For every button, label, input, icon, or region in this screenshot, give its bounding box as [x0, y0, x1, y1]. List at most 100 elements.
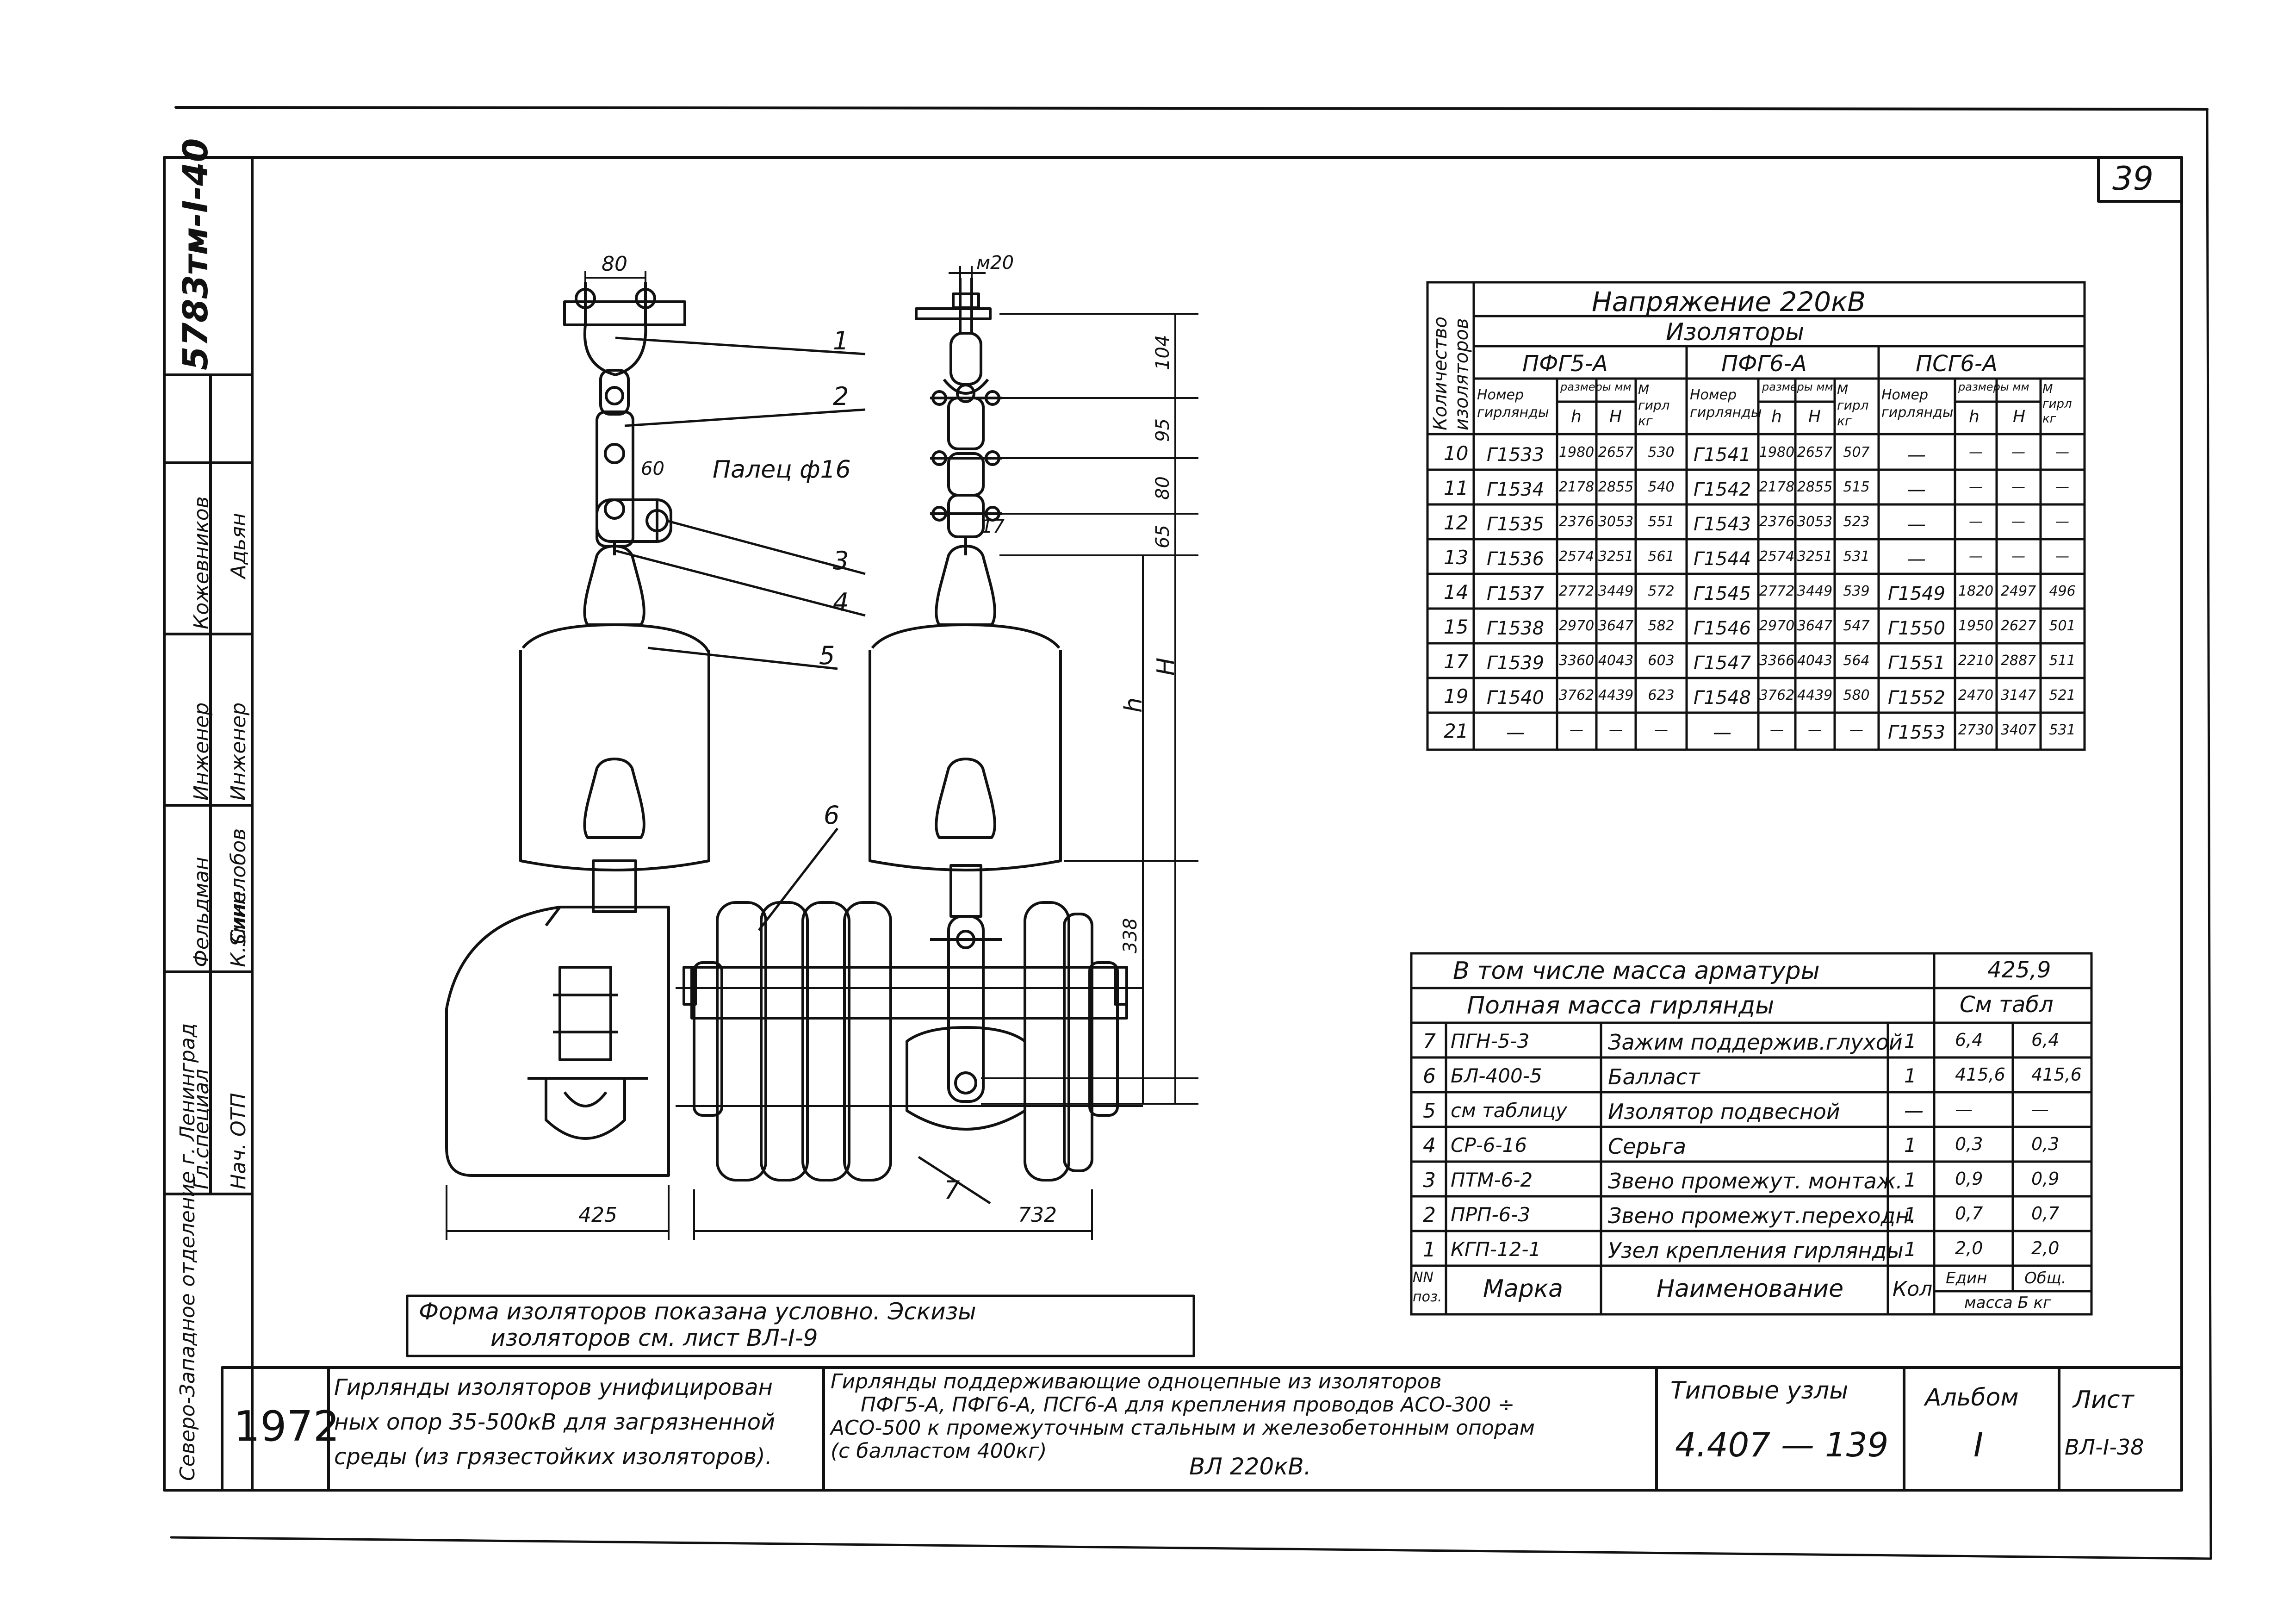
hdr-H-1: H: [1609, 407, 1622, 426]
typical-label: Типовые узлы: [1670, 1377, 1849, 1405]
parts-qty: 1: [1904, 1203, 1917, 1226]
ins-cell: 3762: [1759, 687, 1795, 703]
hdr-mass-2: М гирл кг: [1837, 382, 1869, 429]
ins-cell: Г1543: [1693, 514, 1751, 535]
parts-total: 6,4: [2031, 1030, 2060, 1050]
ins-row-count: 11: [1444, 477, 1469, 499]
ins-cell: 2470: [1958, 687, 1994, 703]
ins-cell: 523: [1843, 514, 1870, 530]
ins-cell: 496: [2049, 583, 2076, 599]
series-line-1: Гирлянды изоляторов унифицирован: [334, 1374, 773, 1400]
ins-cell: 2574: [1558, 548, 1595, 565]
parts-unit: 0,9: [1955, 1169, 1983, 1189]
ins-cell: 539: [1843, 583, 1870, 599]
ins-cell: 507: [1843, 444, 1870, 460]
ins-cell: 3251: [1598, 548, 1634, 565]
ins-cell: Г1539: [1486, 653, 1545, 674]
parts-name: Зажим поддержив.глухой: [1608, 1030, 1903, 1055]
ins-cell: —: [1570, 722, 1583, 738]
parts-pos: 5: [1423, 1099, 1436, 1123]
ins-cell: 2210: [1958, 653, 1994, 669]
ins-cell: 1980: [1558, 444, 1595, 460]
parts-mark: СР-6-16: [1451, 1134, 1527, 1157]
hdr-number-3: Номер гирлянды: [1881, 387, 1954, 421]
ins-cell: 2627: [2000, 618, 2036, 634]
hdr-mass-3: М гирл кг: [2042, 382, 2072, 426]
dim-H: H: [1152, 657, 1180, 676]
ins-cell: 4439: [1797, 687, 1833, 703]
ins-cell: 2657: [1797, 444, 1833, 460]
ins-cell: 511: [2049, 653, 2076, 669]
title-block-frame: [221, 1366, 2183, 1492]
ins-cell: 2730: [1958, 722, 1994, 738]
footer-qty: Кол: [1893, 1277, 1933, 1301]
ins-cell: —: [1506, 722, 1525, 743]
ins-cell: Г1536: [1486, 548, 1545, 570]
ins-cell: 531: [2049, 722, 2076, 738]
hdr-number-2: Номер гирлянды: [1690, 387, 1762, 421]
footer-mass: масса Б кг: [1964, 1293, 2052, 1312]
signature-name-3: Синелобов: [227, 828, 250, 944]
ins-cell: 3251: [1797, 548, 1833, 565]
parts-table-grid: [1410, 952, 2093, 1316]
position-leaders: [615, 336, 991, 1205]
pos-label-7: 7: [944, 1175, 960, 1205]
ins-cell: 3360: [1558, 653, 1595, 669]
footer-mark: Марка: [1483, 1275, 1564, 1303]
hdr-dims-2: размеры мм: [1762, 380, 1833, 393]
armature-mass-label: В том числе масса арматуры: [1453, 957, 1820, 985]
parts-unit: 6,4: [1955, 1030, 1983, 1050]
hdr-number-1: Номер гирлянды: [1477, 387, 1549, 421]
hdr-h-3: h: [1969, 407, 1980, 426]
dim-17: 17: [981, 516, 1005, 537]
ins-row-count: 17: [1444, 650, 1469, 673]
left-view: [445, 271, 710, 1240]
sheet-label: Лист: [2073, 1386, 2134, 1414]
hdr-h-2: h: [1771, 407, 1782, 426]
pos-label-6: 6: [824, 801, 840, 830]
album-label: Альбом: [1925, 1384, 2019, 1412]
signature-role-4: Инженер: [227, 702, 250, 801]
ins-cell: 4043: [1598, 653, 1634, 669]
ins-cell: 2970: [1759, 618, 1795, 634]
dim-95: 95: [1152, 418, 1173, 442]
ins-cell: —: [1609, 722, 1623, 738]
ins-cell: Г1535: [1486, 514, 1545, 535]
ins-cell: 572: [1648, 583, 1675, 599]
pos-label-4: 4: [833, 588, 849, 617]
parts-unit: 0,7: [1955, 1203, 1983, 1224]
ins-cell: —: [1907, 514, 1926, 535]
year: 1972: [234, 1402, 340, 1451]
ins-cell: Г1550: [1887, 618, 1946, 639]
ins-cell: 2376: [1558, 514, 1595, 530]
ins-cell: —: [2011, 514, 2025, 530]
note-box: [406, 1294, 1195, 1357]
ins-row-count: 15: [1444, 616, 1469, 638]
ins-cell: —: [1907, 444, 1926, 466]
ins-cell: 2855: [1797, 479, 1833, 495]
dim-60: 60: [641, 458, 664, 479]
parts-pos: 7: [1423, 1030, 1436, 1053]
ins-cell: Г1548: [1693, 687, 1751, 709]
ins-row-count: 10: [1444, 442, 1469, 465]
ins-cell: 2178: [1558, 479, 1595, 495]
ins-cell: Г1534: [1486, 479, 1545, 500]
ins-cell: 2970: [1558, 618, 1595, 634]
parts-total: 2,0: [2031, 1238, 2060, 1258]
ins-row-count: 19: [1444, 685, 1469, 708]
parts-name: Изолятор подвесной: [1608, 1099, 1840, 1124]
parts-pos: 1: [1423, 1238, 1436, 1262]
parts-qty: 1: [1904, 1030, 1917, 1052]
parts-name: Балласт: [1608, 1064, 1700, 1089]
parts-name: Узел крепления гирлянды: [1608, 1238, 1904, 1263]
ins-cell: 2772: [1558, 583, 1595, 599]
series-line-2: ных опор 35-500кВ для загрязненной: [334, 1409, 776, 1435]
sheet-value: ВЛ-I-38: [2065, 1435, 2144, 1460]
ins-cell: 580: [1843, 687, 1870, 703]
ins-cell: 3647: [1598, 618, 1634, 634]
ins-cell: 561: [1648, 548, 1675, 565]
parts-total: 415,6: [2031, 1064, 2082, 1085]
dim-338: 338: [1120, 918, 1141, 953]
ins-cell: 531: [1843, 548, 1870, 565]
